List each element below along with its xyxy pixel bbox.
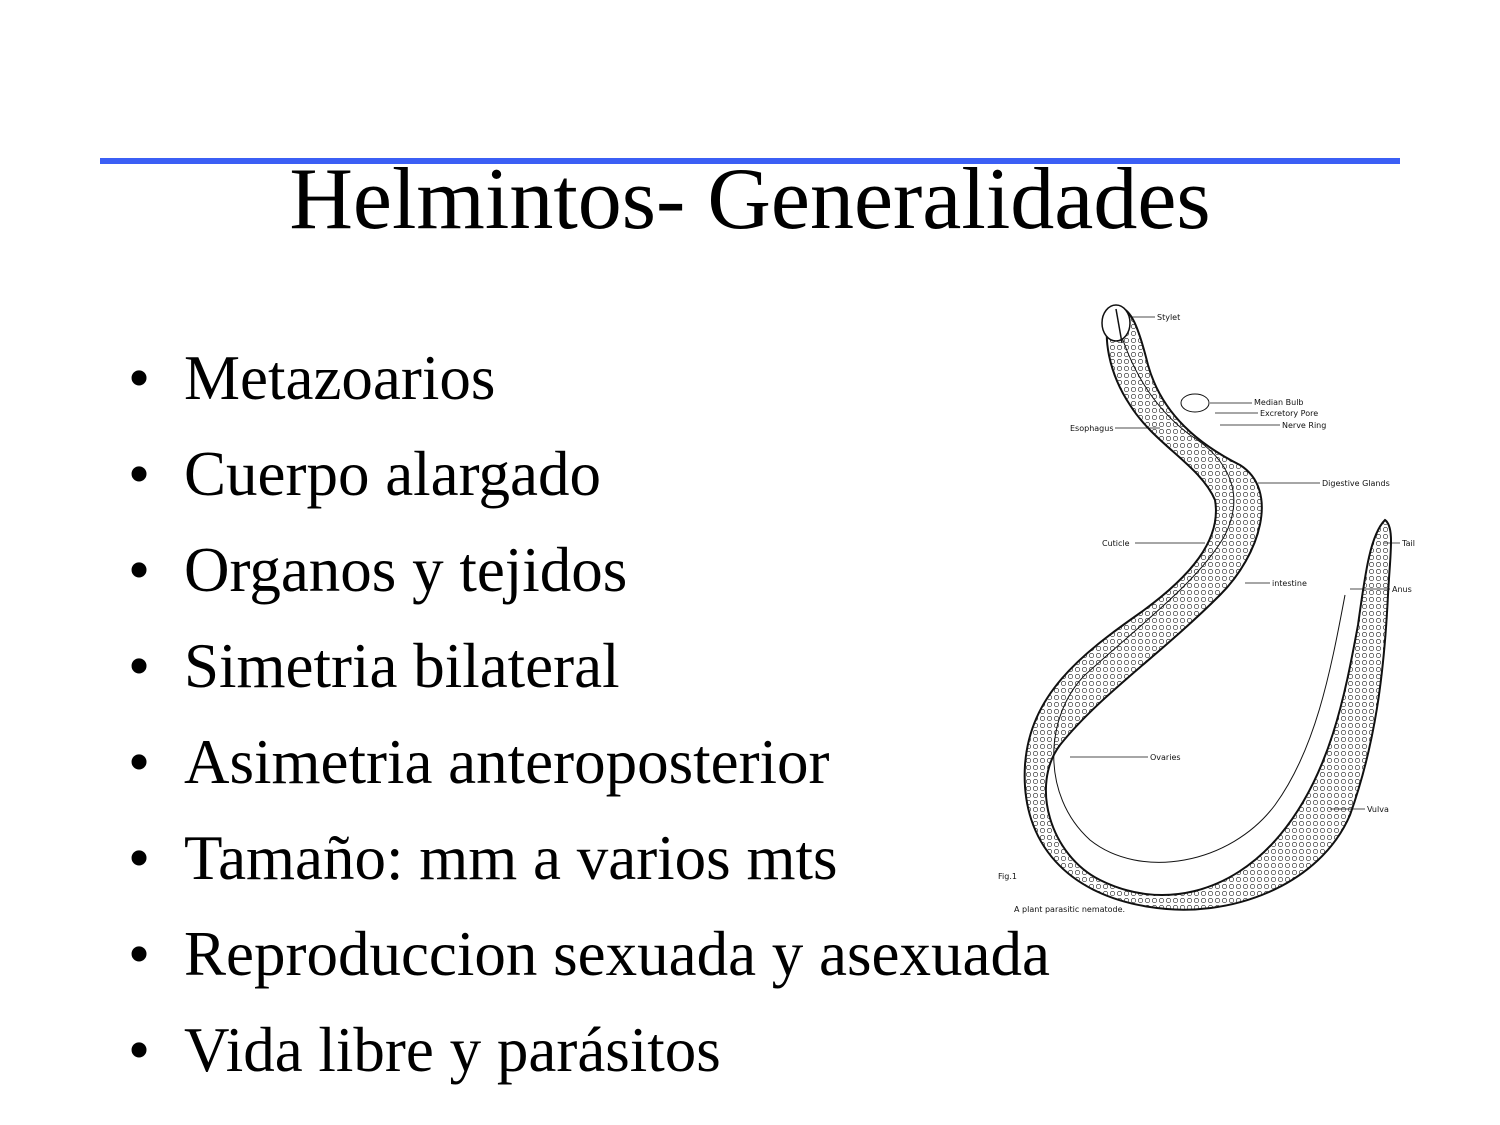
median-bulb — [1180, 393, 1210, 413]
label-digestive-glands: Digestive Glands — [1322, 479, 1390, 488]
label-fig: Fig.1 — [998, 872, 1017, 881]
bullet-dot: • — [128, 727, 151, 797]
slide-title: Helmintos- Generalidades — [289, 151, 1211, 248]
bullet-dot: • — [128, 823, 151, 893]
bullet-dot: • — [128, 1015, 151, 1085]
bullet-dot: • — [128, 631, 151, 701]
bullet-text: Asimetria anteroposterior — [184, 727, 830, 797]
bullet-text: Tamaño: mm a varios mts — [184, 823, 838, 893]
bullet-dot: • — [128, 535, 151, 605]
figure-caption: A plant parasitic nematode. — [1014, 905, 1125, 914]
bullet-text: Cuerpo alargado — [184, 439, 601, 509]
bullet-item: • Organos y tejidos — [128, 522, 1050, 618]
bullet-text: Metazoarios — [184, 343, 496, 413]
bullet-item: • Vida libre y parásitos — [128, 1002, 1050, 1098]
bullet-text: Vida libre y parásitos — [184, 1015, 721, 1085]
worm-body — [1023, 305, 1393, 911]
bullet-item: • Simetria bilateral — [128, 618, 1050, 714]
bullet-dot: • — [128, 439, 151, 509]
bullet-item: • Cuerpo alargado — [128, 426, 1050, 522]
label-nerve-ring: Nerve Ring — [1282, 421, 1326, 430]
label-intestine: intestine — [1272, 579, 1307, 588]
nematode-illustration: Stylet Median Bulb Excretory Pore Nerve … — [990, 295, 1430, 925]
bullet-list: • Metazoarios • Cuerpo alargado • Organos y… — [128, 330, 1050, 1098]
title-accent-rule — [100, 158, 1400, 164]
stylet-line — [1115, 308, 1123, 344]
label-stylet: Stylet — [1157, 313, 1180, 322]
bullet-item: • Reproduccion sexuada y asexuada — [128, 906, 1050, 1002]
label-tail: Tail — [1401, 539, 1415, 548]
nematode-drawing: Stylet Median Bulb Excretory Pore Nerve … — [998, 304, 1415, 914]
label-vulva: Vulva — [1367, 805, 1389, 814]
label-median-bulb: Median Bulb — [1254, 398, 1304, 407]
label-excretory-pore: Excretory Pore — [1260, 409, 1318, 418]
label-ovaries: Ovaries — [1150, 753, 1181, 762]
bullet-dot: • — [128, 919, 151, 989]
head-region — [1101, 304, 1131, 342]
label-anus: Anus — [1392, 585, 1412, 594]
bullet-item: • Tamaño: mm a varios mts — [128, 810, 1050, 906]
worm-inner-line — [1053, 324, 1346, 863]
bullet-item: • Asimetria anteroposterior — [128, 714, 1050, 810]
bullet-dot: • — [128, 343, 151, 413]
bullet-text: Simetria bilateral — [184, 631, 620, 701]
bullet-item: • Metazoarios — [128, 330, 1050, 426]
label-esophagus: Esophagus — [1070, 424, 1113, 433]
label-cuticle: Cuticle — [1102, 539, 1130, 548]
bullet-text: Organos y tejidos — [184, 535, 628, 605]
bullet-text: Reproduccion sexuada y asexuada — [184, 919, 1050, 989]
